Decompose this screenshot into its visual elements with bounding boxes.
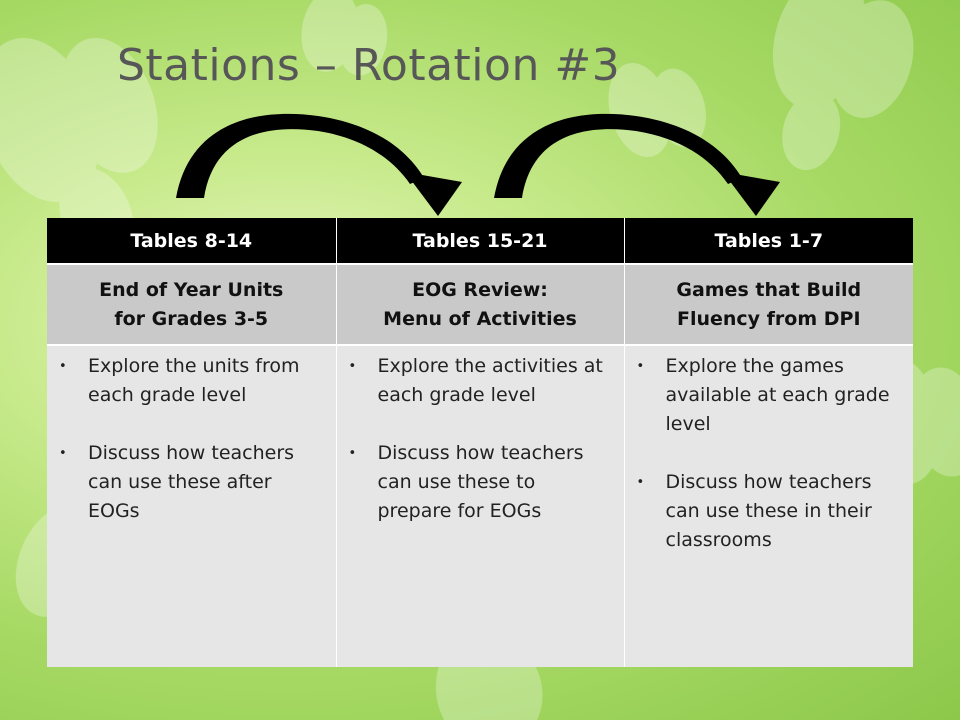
list-item-text: Discuss how teachers can use these after…: [88, 442, 295, 522]
station-details: • Explore the units from each grade level…: [47, 344, 337, 667]
list-item-text: Explore the games available at each grad…: [665, 355, 890, 435]
bullet-list: • Explore the games available at each gra…: [637, 352, 900, 555]
bullet-icon: •: [636, 475, 645, 490]
butterfly-icon: [301, 0, 388, 76]
bullet-icon: •: [59, 359, 67, 374]
table-header: Tables 1-7: [624, 218, 913, 264]
list-item: • Discuss how teachers can use these to p…: [349, 439, 610, 526]
table-header: Tables 15-21: [336, 218, 625, 264]
list-item: • Discuss how teachers can use these in t…: [637, 468, 900, 555]
station-title: EOG Review: Menu of Activities: [336, 263, 625, 345]
list-item: • Explore the games available at each gra…: [637, 352, 900, 439]
list-item-text: Discuss how teachers can use these to pr…: [377, 442, 584, 522]
station-details: • Explore the games available at each gra…: [624, 344, 913, 667]
stations-table: Tables 8-14 Tables 15-21 Tables 1-7 End …: [47, 218, 913, 667]
station-title: End of Year Units for Grades 3-5: [47, 263, 337, 345]
station-title-line: Menu of Activities: [383, 307, 577, 330]
bullet-list: • Explore the activities at each grade le…: [349, 352, 610, 526]
list-item: • Explore the activities at each grade le…: [349, 352, 610, 410]
station-title-line: Fluency from DPI: [676, 307, 861, 330]
list-item-text: Discuss how teachers can use these in th…: [665, 471, 872, 551]
table-header: Tables 8-14: [47, 218, 337, 264]
station-title: Games that Build Fluency from DPI: [624, 263, 913, 345]
slide-title: Stations – Rotation #3: [117, 40, 621, 91]
station-title-line: Games that Build: [676, 278, 862, 301]
station-title-line: End of Year Units: [99, 278, 284, 301]
butterfly-icon: [772, 0, 914, 171]
station-title-line: EOG Review:: [412, 278, 548, 301]
bullet-icon: •: [59, 446, 67, 461]
bullet-list: • Explore the units from each grade level…: [59, 352, 322, 526]
curved-arrow-icon: [176, 113, 462, 216]
list-item: • Discuss how teachers can use these afte…: [59, 439, 322, 526]
station-details: • Explore the activities at each grade le…: [336, 344, 625, 667]
curved-arrow-icon: [494, 113, 780, 216]
station-title-line: for Grades 3-5: [114, 307, 269, 330]
bullet-icon: •: [636, 359, 645, 374]
bullet-icon: •: [348, 359, 357, 374]
bullet-icon: •: [348, 446, 357, 461]
list-item-text: Explore the activities at each grade lev…: [377, 355, 603, 406]
list-item: • Explore the units from each grade level: [59, 352, 322, 410]
list-item-text: Explore the units from each grade level: [88, 355, 300, 406]
